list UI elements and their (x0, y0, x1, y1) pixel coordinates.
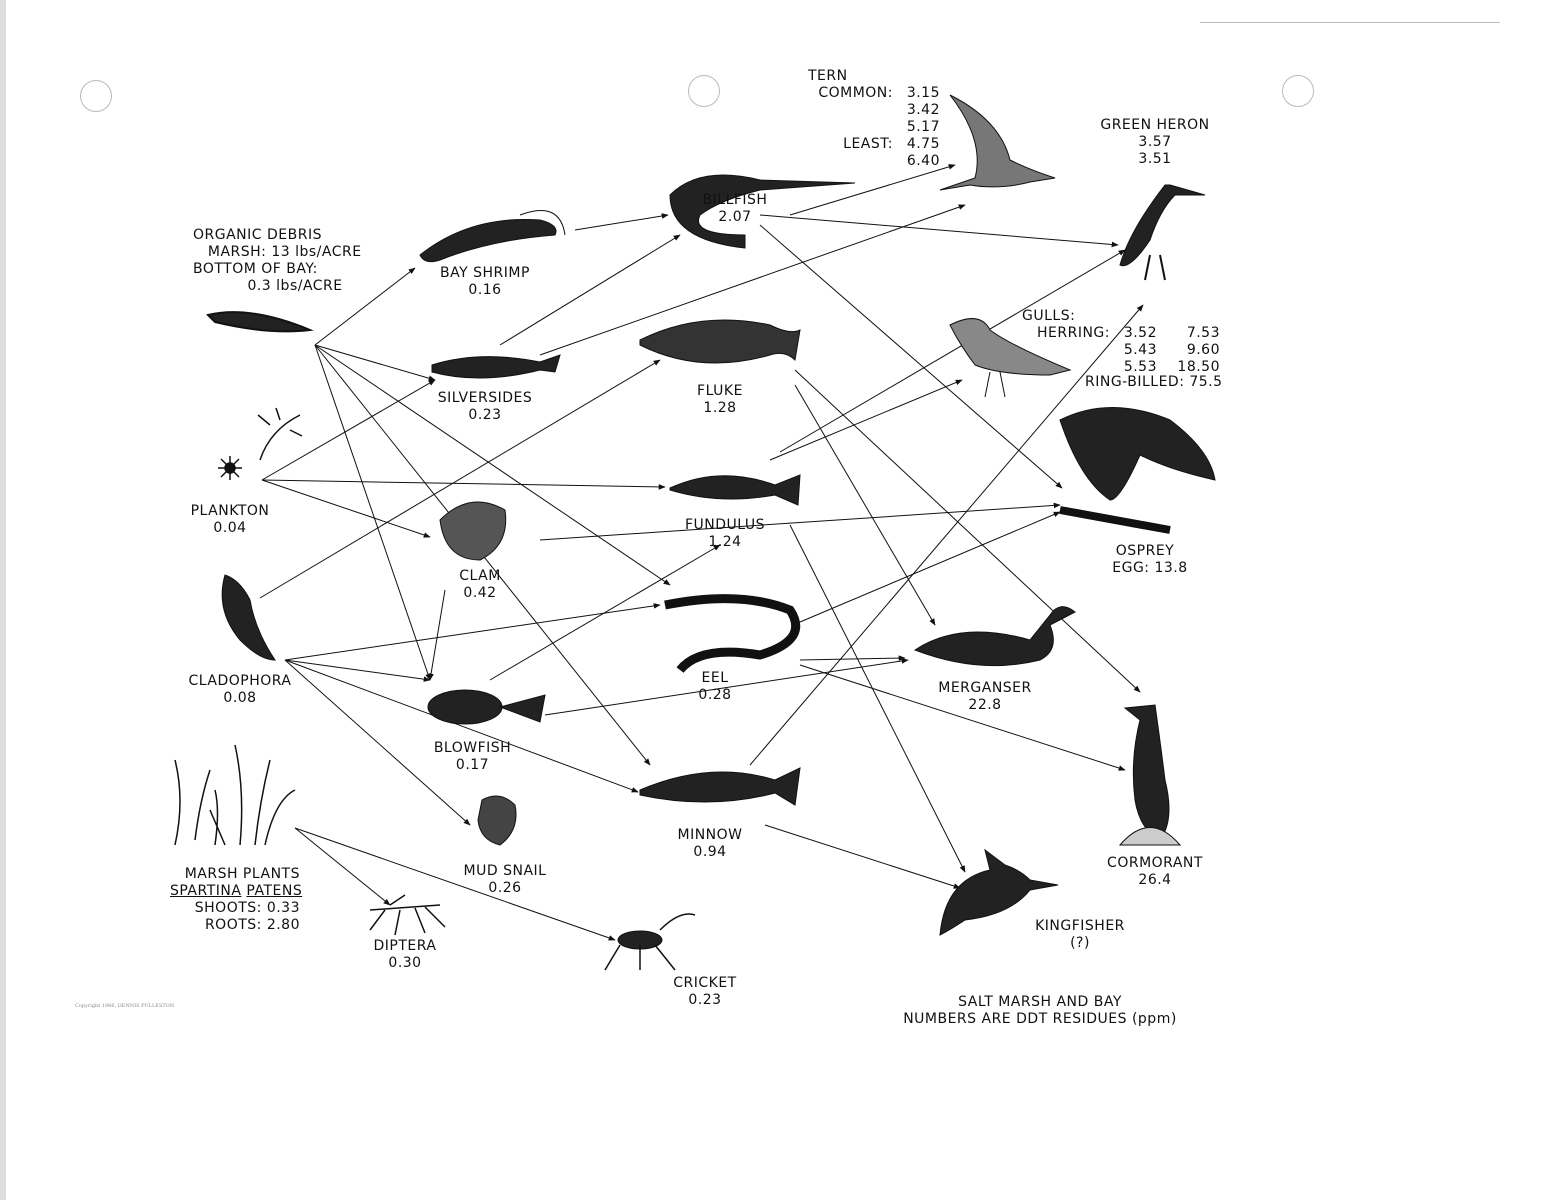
arrow-billfish-to-green-heron (759, 214, 1119, 248)
punch-hole (688, 75, 720, 107)
silversides-icon (431, 354, 561, 379)
arrow-plankton-to-fundulus (261, 479, 666, 490)
organic-debris-icon (206, 311, 314, 333)
arrow-cladophora-to-fluke (259, 359, 661, 599)
arrow-silversides-to-tern (539, 204, 966, 356)
arrow-organic-debris-to-eel (314, 344, 671, 586)
diagram-title: SALT MARSH AND BAY (958, 994, 1122, 1010)
arrow-organic-debris-to-bay-shrimp (314, 267, 416, 346)
gulls-label: GULLS: (1022, 308, 1076, 324)
arrow-marsh-plants-to-cricket (294, 827, 616, 941)
punch-hole (1282, 75, 1314, 107)
tern-least-label: LEAST: (843, 136, 893, 152)
arrow-eel-to-osprey (799, 511, 1061, 623)
cladophora-icon (221, 574, 276, 661)
blowfish-icon (427, 689, 546, 725)
tern-common-label: COMMON: (818, 85, 893, 101)
arrow-fundulus-to-kingfisher (789, 524, 966, 873)
arrow-bay-shrimp-to-billfish (574, 213, 669, 231)
arrow-organic-debris-to-silversides (314, 344, 436, 381)
gulls-herring-label: HERRING: (1037, 325, 1110, 341)
arrow-plankton-to-clam (261, 479, 431, 538)
arrow-minnow-to-kingfisher (764, 824, 961, 889)
arrow-fundulus-to-gulls (769, 379, 963, 461)
arrow-billfish-to-tern (789, 164, 956, 216)
marsh-plants-icon (174, 744, 296, 846)
arrow-organic-debris-to-blowfish (314, 344, 431, 681)
plankton-icon (218, 407, 303, 480)
kingfisher-label: KINGFISHER(?) (1035, 918, 1125, 951)
diptera-icon (369, 894, 446, 936)
arrow-blowfish-to-osprey (489, 544, 721, 681)
tern-label: TERN (808, 68, 848, 84)
arrow-cladophora-to-eel (284, 603, 661, 661)
arrow-fundulus-to-osprey (539, 502, 1061, 541)
gulls-ring-billed-label: RING-BILLED: 75.5 (1085, 374, 1223, 390)
arrow-minnow-to-gulls (749, 304, 1144, 766)
arrow-blowfish-to-merganser (544, 658, 909, 716)
arrow-plankton-to-silversides (261, 379, 436, 481)
arrow-cladophora-to-minnow (284, 659, 639, 793)
arrow-fluke-to-cormorant (794, 369, 1141, 693)
diagram-subtitle: NUMBERS ARE DDT RESIDUES (ppm) (903, 1011, 1177, 1027)
mud-snail-icon (477, 795, 517, 846)
merganser-icon (913, 606, 1076, 667)
fundulus-icon (669, 474, 801, 506)
fluke-icon (639, 319, 801, 364)
arrow-clam-to-blowfish (428, 589, 446, 681)
cricket-icon (604, 913, 696, 971)
clam-icon (439, 501, 507, 561)
gull-icon (949, 318, 1072, 398)
arrow-cladophora-to-mud-snail (284, 659, 471, 826)
billfish-icon (669, 174, 856, 249)
green-heron-icon (1119, 184, 1206, 281)
tern-icon (939, 94, 1056, 191)
bay-shrimp-icon (419, 210, 566, 263)
page-edge (0, 0, 6, 1200)
arrow-eel-to-merganser (799, 655, 906, 661)
arrow-fluke-to-merganser (794, 384, 936, 626)
arrow-cladophora-to-blowfish (284, 659, 431, 682)
arrow-eel-to-cormorant (799, 664, 1126, 771)
arrow-marsh-plants-to-diptera (294, 827, 391, 906)
minnow-icon (639, 767, 801, 806)
copyright-notice: Copyright 1966, DENNIS PULLESTON (75, 1003, 175, 1009)
eel-icon (664, 594, 801, 674)
scan-line (1200, 22, 1500, 23)
osprey-icon (1059, 407, 1216, 534)
arrow-billfish-to-osprey (759, 224, 1063, 489)
arrow-silversides-to-billfish (499, 234, 681, 346)
punch-hole (80, 80, 112, 112)
cormorant-icon (1118, 704, 1182, 846)
kingfisher-icon (939, 848, 1059, 936)
osprey-label: OSPREY EGG: 13.8 (1112, 543, 1188, 576)
arrow-fundulus-to-green-heron (779, 249, 1126, 453)
